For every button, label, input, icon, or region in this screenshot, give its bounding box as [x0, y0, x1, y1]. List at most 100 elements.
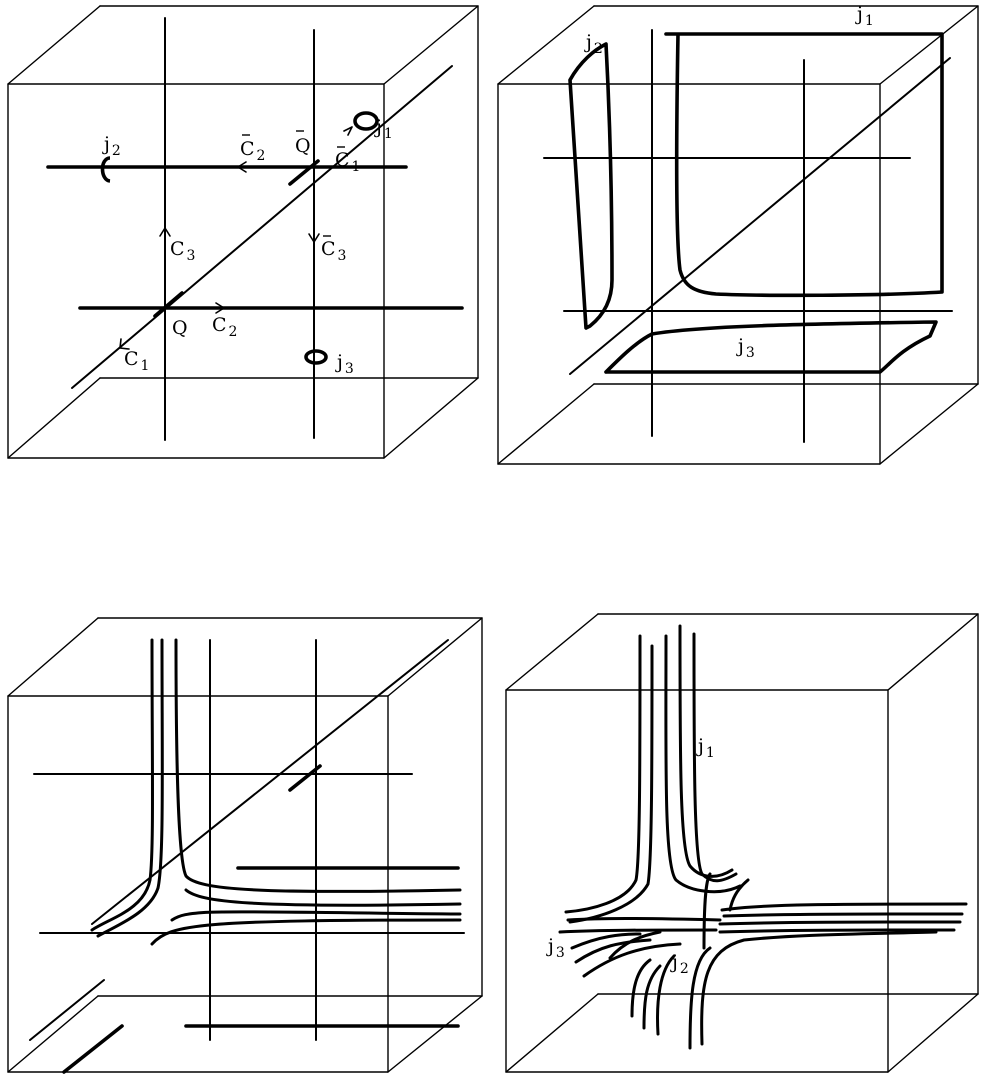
loop-j3-icon	[304, 349, 328, 365]
panel-2-current-loops	[568, 32, 944, 374]
flux-curve	[184, 888, 462, 907]
flux-curve	[718, 920, 962, 926]
flux-curve	[582, 942, 682, 978]
flux-curve	[608, 930, 662, 960]
cube-edge	[879, 5, 979, 85]
cube-edge	[887, 613, 979, 691]
flux-curve	[692, 632, 738, 883]
panel-4-flux-lines	[558, 624, 968, 1050]
lower-diagonal-segment	[29, 979, 105, 1041]
panel-3	[7, 617, 483, 1074]
flux-curve	[558, 928, 718, 934]
flux-curve	[664, 634, 742, 894]
flux-curve	[174, 638, 462, 893]
flux-curve	[642, 964, 662, 1030]
cube-edge	[387, 617, 483, 697]
diagonal-c1-line	[71, 65, 453, 389]
arrow-cbar1-icon	[343, 126, 353, 136]
arrow-c3-icon	[159, 227, 171, 237]
flux-curve	[678, 624, 734, 878]
cube-edge	[887, 993, 979, 1073]
flux-curve	[656, 954, 676, 1036]
diagonal-line	[569, 57, 951, 375]
loop-j1-icon	[353, 111, 379, 131]
cube-front-face	[505, 689, 889, 1073]
flux-curve	[728, 878, 750, 912]
flux-curve	[574, 938, 652, 964]
panel-3-flux-lines	[62, 638, 462, 1074]
arrow-c2-icon	[215, 302, 225, 314]
flux-curve	[688, 946, 712, 1050]
flux-curve	[90, 638, 154, 932]
cube-front-face	[497, 83, 881, 465]
loop-j2-icon	[100, 156, 111, 183]
cube-edge	[7, 617, 99, 697]
flux-curve	[566, 917, 722, 922]
panel-1-arrows	[119, 126, 353, 350]
cube-edge	[383, 5, 479, 85]
cube-edge	[497, 383, 595, 465]
loop-j2	[568, 42, 614, 330]
cube-edge	[7, 5, 101, 85]
flux-curve	[722, 912, 964, 918]
flux-curve	[700, 930, 938, 1046]
arrow-c1-icon	[119, 338, 130, 350]
flux-curve	[96, 638, 164, 938]
flux-curve	[62, 1024, 124, 1074]
panel-3-axes	[29, 639, 465, 1041]
cube-edge	[505, 993, 599, 1073]
flux-curve	[150, 918, 462, 946]
cube-back-face	[99, 5, 479, 379]
panel-3-cube	[7, 617, 483, 1073]
cube-front-face	[7, 695, 389, 1073]
label-q: Q	[172, 317, 188, 339]
panel-1-cube	[7, 5, 479, 459]
panel-1-loops	[100, 111, 379, 365]
arrow-cbar2-icon	[237, 161, 247, 173]
panel-2-cube	[497, 5, 979, 465]
arrow-cbar3-icon	[308, 233, 320, 243]
cube-edge	[383, 377, 479, 459]
cube-edge	[879, 383, 979, 465]
diagonal-thick-segment	[288, 159, 320, 186]
cube-edge	[7, 377, 101, 459]
loop-j1	[664, 32, 944, 298]
flux-curve	[702, 872, 712, 950]
cube-front-face	[7, 83, 385, 459]
flux-curve	[170, 910, 462, 922]
cube-edge	[505, 613, 599, 691]
panel-2-axes	[543, 29, 953, 443]
flux-curve	[564, 634, 642, 914]
flux-curve	[568, 644, 654, 924]
label-qbar: Q	[295, 135, 311, 157]
cube-edge	[497, 5, 595, 85]
flux-curve	[570, 932, 642, 950]
diagonal-thick-segment	[288, 764, 322, 792]
panel-4-cube	[505, 613, 979, 1073]
cube-edge	[7, 995, 99, 1073]
loop-j3	[604, 320, 938, 374]
diagonal-line	[91, 639, 449, 925]
